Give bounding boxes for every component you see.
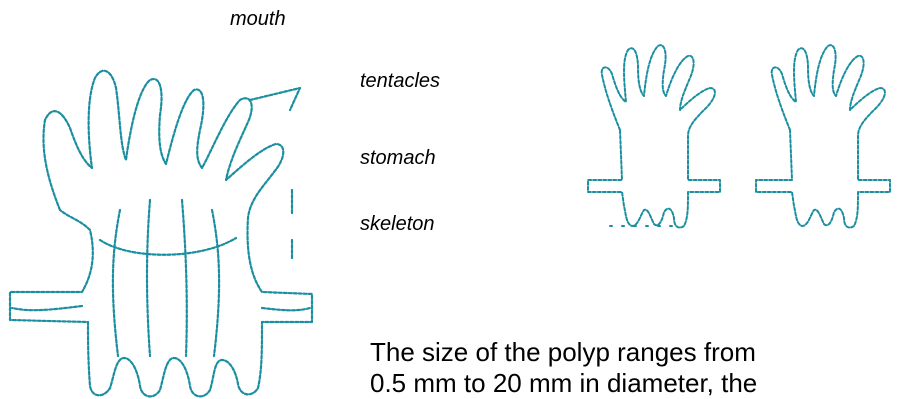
stomach-line-3 — [182, 200, 187, 356]
small-polyp-right — [756, 45, 890, 227]
polyp-body-outline — [10, 71, 312, 397]
label-tentacles: tentacles — [360, 70, 440, 93]
small-polyp-left — [588, 45, 720, 227]
stomach-line-5 — [100, 238, 236, 255]
two-polyps-illustration — [580, 30, 920, 240]
label-stomach: stomach — [360, 147, 436, 170]
body-text-line-2: 0.5 mm to 20 mm in diameter, the — [370, 368, 757, 399]
skeleton-line-right — [262, 308, 310, 310]
stomach-line-2 — [147, 200, 150, 356]
stomach-line-4 — [212, 210, 219, 356]
polyp-cross-section-illustration — [0, 60, 340, 399]
skeleton-line-left — [12, 306, 82, 310]
tentacles-pointer-line — [250, 88, 300, 110]
stomach-line-1 — [113, 210, 120, 356]
body-text-line-1: The size of the polyp ranges from — [370, 337, 756, 368]
label-mouth: mouth — [230, 8, 286, 31]
label-skeleton: skeleton — [360, 213, 435, 236]
